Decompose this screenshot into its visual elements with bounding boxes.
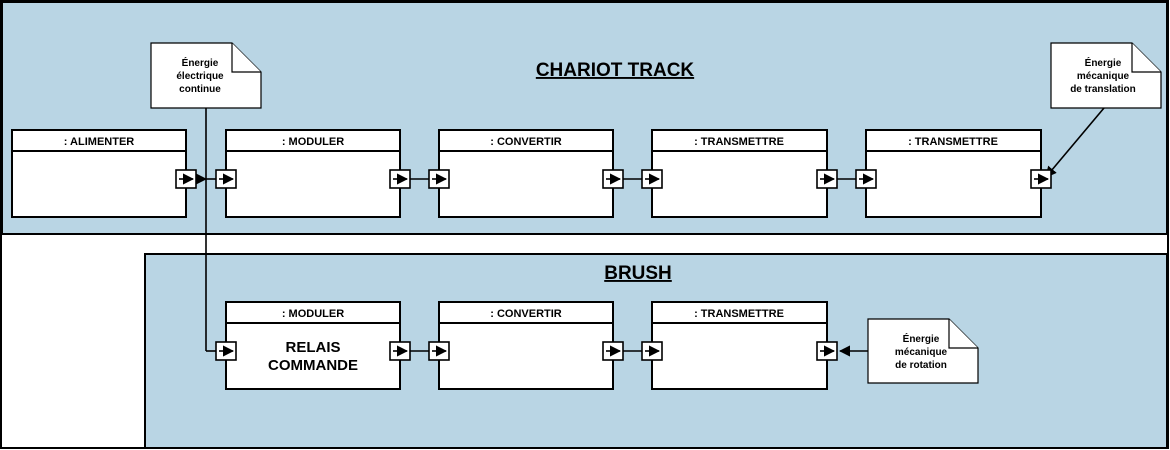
port[interactable] bbox=[215, 169, 237, 189]
note-energie-rotation[interactable]: Énergie mécanique de rotation bbox=[867, 318, 979, 384]
block-alimenter-label: : ALIMENTER bbox=[64, 136, 135, 148]
port[interactable] bbox=[602, 341, 624, 361]
port[interactable] bbox=[602, 169, 624, 189]
block-transmettre-top-1[interactable]: : TRANSMETTRE bbox=[651, 129, 828, 218]
block-convertir-top[interactable]: : CONVERTIR bbox=[438, 129, 614, 218]
note-translation-line-3: de translation bbox=[1070, 84, 1136, 95]
port[interactable] bbox=[175, 169, 197, 189]
port[interactable] bbox=[428, 169, 450, 189]
connectors bbox=[195, 107, 1105, 357]
block-moduler-top[interactable]: : MODULER bbox=[225, 129, 401, 218]
port[interactable] bbox=[641, 341, 663, 361]
brush-title: BRUSH bbox=[604, 263, 672, 284]
block-convertir-bottom[interactable]: : CONVERTIR bbox=[438, 301, 614, 390]
block-transmettre-bottom[interactable]: : TRANSMETTRE bbox=[651, 301, 828, 390]
port[interactable] bbox=[641, 169, 663, 189]
port[interactable] bbox=[428, 341, 450, 361]
note-electrique-line-2: électrique bbox=[176, 71, 224, 82]
block-convertir-top-label: : CONVERTIR bbox=[490, 136, 562, 148]
relais-text: RELAIS bbox=[285, 339, 340, 356]
block-moduler-bottom[interactable]: : MODULER RELAIS COMMANDE bbox=[225, 301, 401, 390]
port[interactable] bbox=[389, 341, 411, 361]
chariot-track-title: CHARIOT TRACK bbox=[536, 60, 695, 81]
block-alimenter[interactable]: : ALIMENTER bbox=[11, 129, 187, 218]
note-rotation-line-2: mécanique bbox=[895, 347, 948, 358]
note-energie-electrique[interactable]: Énergie électrique continue bbox=[150, 42, 262, 109]
port[interactable] bbox=[816, 341, 838, 361]
block-transmettre-bottom-label: : TRANSMETTRE bbox=[694, 308, 784, 320]
port[interactable] bbox=[816, 169, 838, 189]
note-translation-line-1: Énergie bbox=[1085, 56, 1122, 69]
translation-arrow bbox=[1045, 107, 1105, 178]
ports bbox=[175, 169, 1052, 361]
block-transmettre-top-2-label: : TRANSMETTRE bbox=[908, 136, 998, 148]
note-rotation-line-1: Énergie bbox=[903, 332, 940, 345]
port[interactable] bbox=[389, 169, 411, 189]
port[interactable] bbox=[1030, 169, 1052, 189]
commande-text: COMMANDE bbox=[268, 357, 358, 374]
note-rotation-line-3: de rotation bbox=[895, 360, 947, 371]
block-transmettre-top-2[interactable]: : TRANSMETTRE bbox=[865, 129, 1042, 218]
block-transmettre-top-1-label: : TRANSMETTRE bbox=[694, 136, 784, 148]
note-electrique-line-3: continue bbox=[179, 84, 221, 95]
block-moduler-bottom-label: : MODULER bbox=[282, 308, 344, 320]
port[interactable] bbox=[215, 341, 237, 361]
port[interactable] bbox=[855, 169, 877, 189]
block-convertir-bottom-label: : CONVERTIR bbox=[490, 308, 562, 320]
note-translation-line-2: mécanique bbox=[1077, 71, 1130, 82]
note-electrique-line-1: Énergie bbox=[182, 56, 219, 69]
note-energie-translation[interactable]: Énergie mécanique de translation bbox=[1050, 42, 1162, 109]
block-moduler-top-label: : MODULER bbox=[282, 136, 344, 148]
